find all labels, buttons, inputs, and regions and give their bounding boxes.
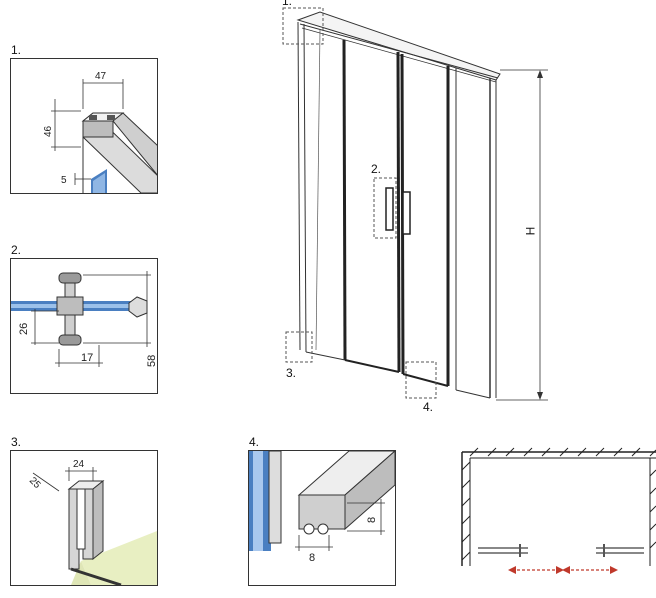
- detail-2-dim-58: 58: [146, 355, 158, 367]
- detail-3-dim-24: 24: [73, 459, 85, 470]
- detail-2-box: 26 17 58: [10, 258, 158, 394]
- detail-3-label: 3.: [11, 435, 22, 449]
- detail-1-box: 47 46 5: [10, 58, 158, 194]
- callout-1: 1.: [282, 0, 293, 8]
- detail-2-drawing: 26 17 58: [11, 271, 158, 367]
- detail-4-box: 8 8: [248, 450, 396, 586]
- detail-1-label: 1.: [11, 43, 22, 57]
- callout-2: 2.: [371, 162, 382, 176]
- callout-3: 3.: [286, 366, 297, 380]
- detail-3-drawing: 24 25: [27, 459, 157, 585]
- detail-4-dim-width: 8: [309, 552, 315, 564]
- detail-2-label: 2.: [11, 243, 22, 257]
- callout-4: 4.: [423, 400, 434, 414]
- detail-1-drawing: 47 46 5: [43, 71, 157, 193]
- detail-1-dim-gap: 5: [61, 175, 67, 186]
- detail-2-dim-26: 26: [18, 323, 30, 335]
- detail-4-dim-height: 8: [366, 517, 378, 523]
- detail-1-dim-height: 46: [43, 125, 54, 137]
- detail-1-dim-width: 47: [95, 71, 107, 82]
- detail-4-label: 4.: [249, 435, 260, 449]
- detail-2-dim-17: 17: [81, 352, 93, 364]
- detail-3-box: 24 25: [10, 450, 158, 586]
- height-label: H: [523, 226, 538, 236]
- detail-4-drawing: 8 8: [249, 451, 395, 564]
